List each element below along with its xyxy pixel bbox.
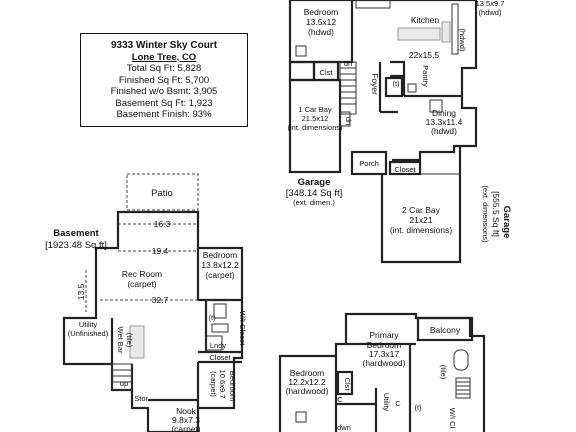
porch-label: Porch: [359, 159, 379, 168]
main-stair: [339, 61, 357, 115]
closet2-label: Closet: [394, 165, 416, 174]
bay2-name: 2 Car Bay: [402, 205, 441, 215]
summary-line: Total Sq Ft: 5,828: [126, 63, 202, 74]
foyer-label: Foyer: [370, 73, 380, 95]
balcony-room: [416, 316, 474, 342]
main-bedroom-label: Bedroom: [304, 7, 339, 17]
laundry-label: Lndy: [210, 341, 227, 350]
garage-right-sqft: [555.5 Sq ft]: [491, 191, 501, 237]
rec-room-floor: (carpet): [127, 279, 156, 289]
main-bedroom-floor: (hdwd): [308, 27, 334, 37]
nook-label: Nook: [176, 406, 197, 416]
basement-dim-32-7: 32.7: [152, 295, 169, 305]
primary-bedroom-floor: (hardwood): [363, 358, 406, 368]
upper-utility-label: Utility: [382, 393, 391, 412]
basement-sqft: [1923.48 Sq ft]: [45, 240, 107, 251]
garage-right-note: (ext. dimensions): [481, 185, 490, 243]
basement-bedroom1-label: Bedroom: [203, 250, 238, 260]
basement-bedroom2-floor: (carpet): [209, 371, 218, 397]
breakfast-dims: 13.5x9.7: [476, 0, 505, 8]
summary-box: 9333 Winter Sky Court Lone Tree, CO Tota…: [80, 33, 248, 127]
summary-city: Lone Tree, CO: [131, 51, 197, 63]
bay2-note: (int. dimensions): [390, 225, 453, 235]
primary-bedroom-dims: 17.3x17: [369, 349, 400, 359]
balcony-label: Balcony: [430, 325, 461, 335]
basement-up-label: up: [120, 379, 128, 388]
bay1-note: (int. dimensions): [287, 123, 343, 132]
dn2-label: dn: [344, 117, 353, 125]
patio-label: Patio: [151, 188, 173, 199]
storage-label: Stor.: [134, 394, 149, 403]
summary-line: Finished Sq Ft: 5,700: [118, 74, 210, 86]
porch-room: [350, 150, 388, 176]
upper-bedroom-dims: 12.2x12.2: [288, 377, 326, 387]
primary-bedroom-name2: Bedroom: [367, 340, 402, 350]
kitchen-label: Kitchen: [411, 15, 440, 25]
upper-bedroom-label: Bedroom: [290, 368, 325, 378]
wet-bar-counter: [129, 325, 145, 359]
basement-utility-note: (Unfinished): [68, 329, 109, 338]
kitchen-island: [397, 27, 441, 41]
upper-tile-label: (tile): [439, 365, 448, 380]
bay2-dims: 21x21: [409, 215, 432, 225]
basement-stair: [111, 363, 133, 391]
rec-room-label: Rec Room: [122, 269, 162, 279]
wet-bar-label: Wet Bar: [116, 327, 125, 354]
upper-bedroom-floor: (hardwood): [286, 386, 329, 396]
main-closet2-room: [388, 160, 422, 176]
nook-dims: 9.8x7.3: [172, 415, 200, 425]
family-dims: 22x15.5: [409, 50, 440, 60]
basement-title: Basement: [53, 228, 99, 239]
primary-bedroom-name: Primary: [369, 330, 399, 340]
dn-label: dn: [344, 59, 352, 68]
basement-bedroom2-dims: 10.6x9.7: [218, 370, 227, 399]
basement-bedroom1-dims: 13.8x12.2: [201, 260, 239, 270]
main-closet-label: Clst: [320, 68, 334, 77]
summary-line: Basement Sq Ft: 1,923: [115, 97, 213, 109]
basement-plan: [62, 173, 244, 432]
basement-bedroom1-floor: (carpet): [205, 270, 234, 280]
basement-outline: [62, 210, 244, 432]
basement-dim-13-5: 13.5: [76, 283, 86, 300]
summary-address: 9333 Winter Sky Court: [110, 40, 218, 51]
upper-c2-label: C: [395, 399, 401, 408]
upper-floor-plan: [278, 312, 486, 432]
garage-left-note: (ext. dimen.): [293, 198, 335, 207]
upper-dn-label: dwn: [337, 423, 351, 432]
upper-t-label: (t): [414, 403, 422, 412]
hdwd-side-label: (hdwd): [458, 29, 467, 52]
powder-label: (t): [392, 79, 400, 88]
summary-line: Basement Finish: 93%: [116, 109, 212, 120]
dining-label: Dining: [432, 108, 456, 118]
basement-dim-16-3: 16.3: [154, 219, 171, 229]
bay1-name: 1 Car Bay: [298, 105, 332, 114]
wet-bar-floor: (tile): [125, 333, 134, 348]
upper-closet-label: Clst: [343, 378, 352, 392]
garage-left-sqft: [348.14 Sq ft]: [286, 188, 343, 199]
basement-dim-19-4: 19.4: [152, 246, 169, 256]
upper-c1-label: C: [337, 395, 343, 404]
dining-floor: (hdwd): [431, 126, 457, 136]
summary-line: Finished w/o Bsmt: 3,905: [110, 86, 218, 97]
upper-wic-label: W/I Cl: [448, 408, 457, 429]
garage-2-car-bay: [380, 146, 462, 264]
garage-right-title: Garage: [501, 206, 512, 239]
basement-closet-label: Closet: [209, 353, 231, 362]
garage-left-title: Garage: [298, 177, 331, 188]
pantry-label: Pantry: [421, 65, 430, 87]
main-floor-plan: [288, 0, 478, 264]
basement-bath-label: (t): [208, 313, 216, 322]
basement-utility-label: Utility: [79, 320, 98, 329]
dining-dims: 13.3x11.4: [426, 117, 463, 127]
main-bedroom-dims: 13.5x12: [306, 17, 337, 27]
main-living-walls: [352, 0, 478, 162]
nook-floor: (carpet): [171, 424, 200, 432]
patio-outline: [126, 173, 199, 211]
breakfast-floor: (hdwd): [479, 8, 502, 17]
basement-bedroom2-label: Bedroom: [228, 371, 237, 401]
basement-wic-label: W/I Closet: [238, 311, 247, 347]
bay1-dims: 21.5x12: [302, 114, 329, 123]
